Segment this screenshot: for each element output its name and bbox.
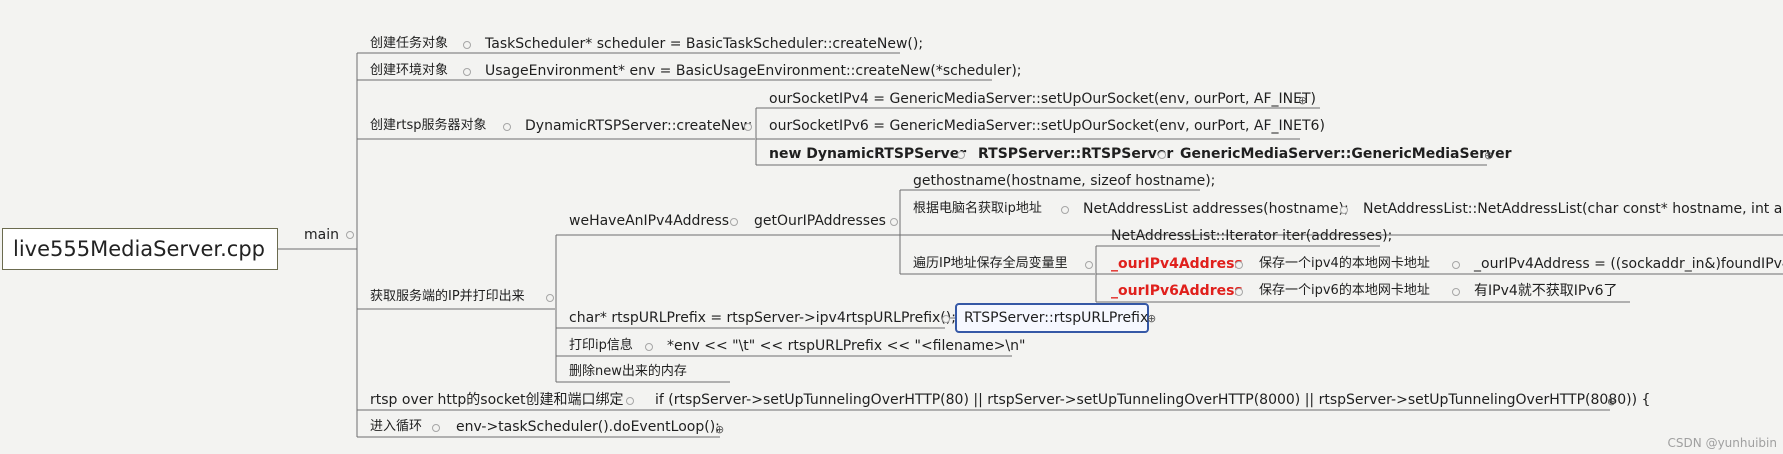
- node-rtsp-url-prefix-fn-selected[interactable]: RTSPServer::rtspURLPrefix: [955, 303, 1149, 333]
- collapse-icon[interactable]: [942, 315, 950, 323]
- collapse-icon[interactable]: [1452, 261, 1460, 269]
- node-http-tunneling-code[interactable]: if (rtspServer->setUpTunnelingOverHTTP(8…: [655, 391, 1650, 409]
- node-rtsp-code[interactable]: DynamicRTSPServer::createNew: [525, 117, 751, 135]
- node-rtsp-url-prefix-code[interactable]: char* rtspURLPrefix = rtspServer->ipv4rt…: [569, 309, 956, 327]
- node-task-code[interactable]: TaskScheduler* scheduler = BasicTaskSche…: [485, 35, 923, 53]
- node-traverse-ip-label[interactable]: 遍历IP地址保存全局变量里: [913, 255, 1068, 273]
- watermark: CSDN @yunhuibin: [1668, 436, 1777, 450]
- node-env-label[interactable]: 创建环境对象: [370, 62, 448, 80]
- node-task-label[interactable]: 创建任务对象: [370, 35, 448, 53]
- node-ipv6-var[interactable]: _ourIPv6Address: [1111, 282, 1243, 300]
- node-socket-ipv4[interactable]: ourSocketIPv4 = GenericMediaServer::setU…: [769, 90, 1316, 108]
- node-gethostname[interactable]: gethostname(hostname, sizeof hostname);: [913, 172, 1215, 190]
- expand-icon[interactable]: ⊕: [715, 424, 724, 435]
- collapse-icon[interactable]: [1340, 206, 1348, 214]
- node-rtsp-label[interactable]: 创建rtsp服务器对象: [370, 117, 486, 135]
- node-generic-media-server-ctor[interactable]: GenericMediaServer::GenericMediaServer: [1180, 145, 1512, 163]
- collapse-icon[interactable]: [346, 231, 354, 239]
- collapse-icon[interactable]: [546, 294, 554, 302]
- collapse-icon[interactable]: [645, 343, 653, 351]
- expand-icon[interactable]: ⊕: [1607, 396, 1616, 407]
- collapse-icon[interactable]: [890, 218, 898, 226]
- root-node-file[interactable]: live555MediaServer.cpp: [2, 228, 278, 270]
- node-delete-memory-label[interactable]: 删除new出来的内存: [569, 363, 687, 381]
- node-event-loop-code[interactable]: env->taskScheduler().doEventLoop();: [456, 418, 720, 436]
- node-new-dynamic-rtsp-server[interactable]: new DynamicRTSPServer: [769, 145, 966, 163]
- collapse-icon[interactable]: [744, 123, 752, 131]
- node-ipv6-desc[interactable]: 保存一个ipv6的本地网卡地址: [1259, 282, 1430, 300]
- node-ipv4-var[interactable]: _ourIPv4Address: [1111, 255, 1243, 273]
- collapse-icon[interactable]: [1235, 261, 1243, 269]
- node-by-hostname-label[interactable]: 根据电脑名获取ip地址: [913, 200, 1042, 218]
- node-socket-ipv6[interactable]: ourSocketIPv6 = GenericMediaServer::setU…: [769, 117, 1325, 135]
- expand-icon[interactable]: ⊕: [1484, 150, 1493, 161]
- node-iterator[interactable]: NetAddressList::Iterator iter(addresses)…: [1111, 227, 1392, 245]
- expand-icon[interactable]: ⊕: [1298, 95, 1307, 106]
- node-print-ip-code[interactable]: *env << "\t" << rtspURLPrefix << "<filen…: [667, 337, 1025, 355]
- collapse-icon[interactable]: [432, 424, 440, 432]
- collapse-icon[interactable]: [1085, 261, 1093, 269]
- collapse-icon[interactable]: [1061, 206, 1069, 214]
- collapse-icon[interactable]: [503, 123, 511, 131]
- collapse-icon[interactable]: [626, 397, 634, 405]
- node-print-ip-label[interactable]: 打印ip信息: [569, 337, 633, 355]
- node-get-our-ip-addresses[interactable]: getOurIPAddresses: [754, 212, 886, 230]
- node-rtsp-over-http-label[interactable]: rtsp over http的socket创建和端口绑定: [370, 391, 624, 409]
- node-net-address-list-ctor[interactable]: NetAddressList::NetAddressList(char cons…: [1363, 200, 1783, 218]
- node-main[interactable]: main: [304, 226, 339, 244]
- node-get-ip-label[interactable]: 获取服务端的IP并打印出来: [370, 288, 525, 306]
- node-ipv4-desc[interactable]: 保存一个ipv4的本地网卡地址: [1259, 255, 1430, 273]
- node-ipv4-code[interactable]: _ourIPv4Address = ((sockaddr_in&)foundIP…: [1474, 255, 1783, 273]
- collapse-icon[interactable]: [1235, 288, 1243, 296]
- collapse-icon[interactable]: [1452, 288, 1460, 296]
- node-event-loop-label[interactable]: 进入循环: [370, 418, 422, 436]
- collapse-icon[interactable]: [1158, 151, 1166, 159]
- expand-icon[interactable]: ⊕: [1147, 313, 1156, 324]
- node-rtsp-server-ctor[interactable]: RTSPServer::RTSPServer: [978, 145, 1173, 163]
- collapse-icon[interactable]: [730, 218, 738, 226]
- collapse-icon[interactable]: [463, 41, 471, 49]
- node-env-code[interactable]: UsageEnvironment* env = BasicUsageEnviro…: [485, 62, 1022, 80]
- node-net-address-list[interactable]: NetAddressList addresses(hostname);: [1083, 200, 1349, 218]
- collapse-icon[interactable]: [463, 68, 471, 76]
- collapse-icon[interactable]: [957, 151, 965, 159]
- node-ipv6-code[interactable]: 有IPv4就不获取IPv6了: [1474, 282, 1618, 300]
- node-we-have-ipv4[interactable]: weHaveAnIPv4Address: [569, 212, 729, 230]
